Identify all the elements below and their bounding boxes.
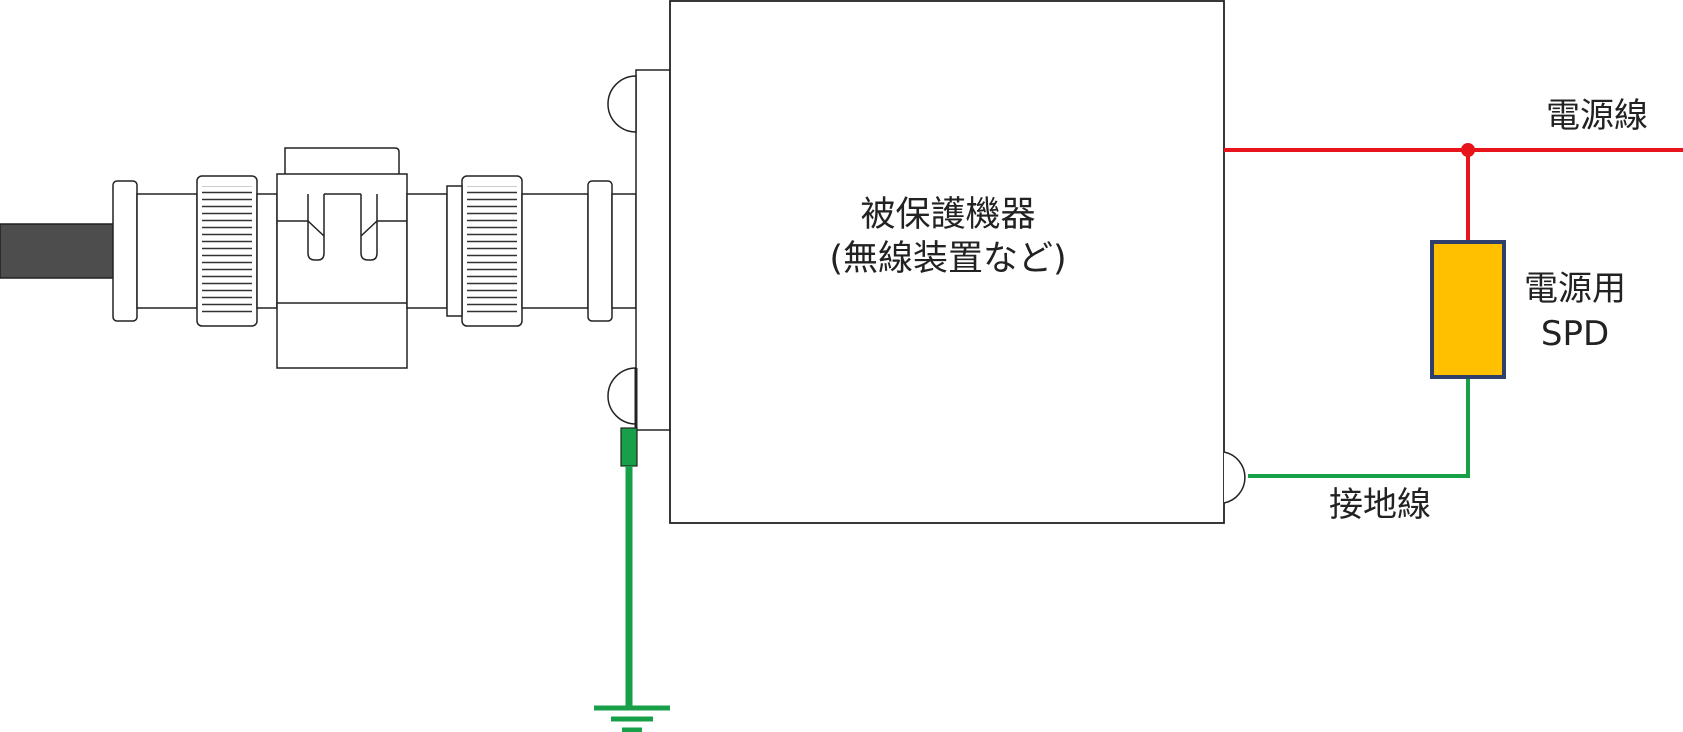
arrester-diag-right <box>360 220 378 237</box>
power-junction-dot <box>1461 143 1475 157</box>
spd-label-line1: 電源用 <box>1524 269 1626 309</box>
arrester-base <box>276 302 408 369</box>
spd-ground-wire <box>1248 379 1470 478</box>
coaxial-arrester-assembly <box>112 147 637 369</box>
connector-neck-right <box>446 185 463 317</box>
connector-end-ring-left <box>112 180 138 322</box>
device-label-line1: 被保護機器 <box>860 195 1035 235</box>
connector-body-mid-left <box>256 193 278 309</box>
arrester-slot-left <box>307 194 325 261</box>
protected-device-box <box>669 0 1225 524</box>
connector-body-left <box>136 193 198 309</box>
mounting-lug-right <box>1223 451 1246 504</box>
power-spd <box>1430 240 1506 379</box>
arrester-slot-right <box>360 194 378 261</box>
arrester-body <box>276 173 408 309</box>
arrester-diag-left <box>307 220 325 237</box>
ground-wire-label: 接地線 <box>1329 485 1431 525</box>
mounting-lug-upper <box>607 75 637 133</box>
coaxial-cable <box>0 223 119 279</box>
knurled-nut-right-ridges <box>467 186 517 316</box>
mounting-lug-lower <box>607 367 637 425</box>
knurled-nut-left-ridges <box>202 186 252 316</box>
connector-end-ring-right <box>587 180 613 322</box>
connector-plug <box>611 193 637 309</box>
arrester-top-bracket <box>284 147 400 174</box>
connector-body-mid-right <box>406 193 448 309</box>
device-side-panel <box>635 69 671 431</box>
spd-label-line2: SPD <box>1541 314 1609 354</box>
device-label-line2: (無線装置など) <box>829 239 1066 279</box>
ground-clamp <box>620 427 638 467</box>
earth-ground-symbol <box>594 705 670 732</box>
power-line-label: 電源線 <box>1546 96 1648 136</box>
connector-body-right <box>521 193 589 309</box>
